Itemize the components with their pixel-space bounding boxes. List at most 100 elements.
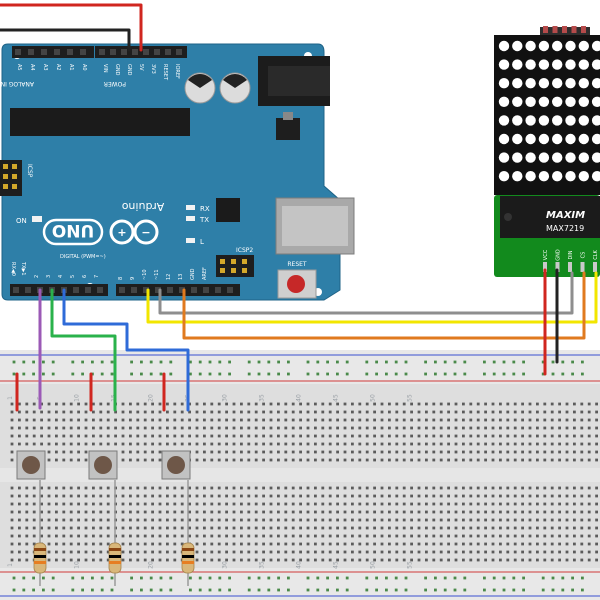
breadboard-hole — [543, 442, 547, 446]
breadboard-hole — [521, 550, 524, 554]
breadboard-hole — [106, 494, 110, 498]
breadboard-hole — [173, 418, 177, 422]
push-button-1[interactable] — [16, 450, 46, 480]
icsp-pin — [12, 184, 17, 189]
matrix-led — [512, 40, 523, 52]
breadboard-hole — [462, 502, 465, 506]
breadboard-hole — [129, 534, 132, 538]
matrix-pin — [568, 262, 572, 272]
breadboard-hole — [84, 426, 88, 430]
breadboard-hole — [262, 402, 265, 406]
breadboard-hole — [439, 518, 443, 522]
breadboard-hole — [336, 550, 339, 554]
rail-hole — [434, 372, 437, 376]
push-button-3[interactable] — [161, 450, 191, 480]
breadboard-hole — [10, 558, 14, 562]
breadboard-hole — [580, 494, 584, 498]
breadboard-hole — [484, 486, 487, 490]
breadboard-hole — [210, 542, 214, 546]
breadboard-hole — [373, 558, 376, 562]
breadboard-hole — [158, 426, 162, 430]
breadboard-hole — [210, 518, 214, 522]
breadboard-hole — [476, 542, 480, 546]
breadboard-hole — [188, 518, 191, 522]
breadboard-hole — [395, 402, 399, 406]
breadboard-hole — [351, 418, 354, 422]
breadboard-hole — [180, 410, 184, 414]
breadboard-hole — [143, 402, 147, 406]
breadboard-hole — [595, 534, 598, 538]
breadboard-hole — [491, 558, 495, 562]
breadboard-hole — [121, 534, 125, 538]
breadboard-hole — [180, 534, 184, 538]
breadboard-hole — [188, 426, 191, 430]
breadboard-hole — [336, 486, 339, 490]
breadboard-hole — [558, 486, 561, 490]
breadboard-hole — [55, 442, 58, 446]
breadboard-hole — [595, 494, 598, 498]
breadboard-hole — [84, 558, 88, 562]
breadboard-hole — [151, 534, 154, 538]
matrix-led — [525, 171, 536, 182]
rail-hole — [218, 372, 222, 376]
rail-hole — [306, 576, 310, 580]
logo-minus: − — [141, 226, 150, 239]
breadboard-hole — [84, 542, 88, 546]
usb-interface-chip — [216, 198, 240, 222]
breadboard-hole — [62, 558, 66, 562]
breadboard-hole — [306, 518, 310, 522]
breadboard-hole — [166, 402, 169, 406]
breadboard-hole — [121, 510, 125, 514]
breadboard-hole — [217, 526, 221, 530]
breadboard-hole — [476, 458, 480, 462]
header-socket — [54, 49, 60, 55]
rail-hole — [169, 372, 173, 376]
breadboard-hole — [365, 434, 369, 438]
breadboard-hole — [587, 542, 591, 546]
breadboard-hole — [476, 502, 480, 506]
reset-button[interactable] — [287, 275, 305, 293]
matrix-led — [498, 96, 510, 108]
breadboard-hole — [543, 558, 547, 562]
rail-hole — [453, 576, 457, 580]
breadboard-hole — [136, 502, 140, 506]
rail-hole — [551, 372, 555, 376]
breadboard-hole — [99, 542, 103, 546]
breadboard-hole — [314, 458, 317, 462]
breadboard-hole — [195, 542, 199, 546]
breadboard-hole — [573, 518, 576, 522]
breadboard-hole — [402, 542, 406, 546]
rail-hole — [100, 372, 104, 376]
breadboard-hole — [580, 510, 584, 514]
breadboard-hole — [121, 434, 125, 438]
breadboard-hole — [402, 494, 406, 498]
breadboard-hole — [365, 534, 369, 538]
matrix-led — [591, 40, 600, 52]
breadboard-hole — [550, 518, 554, 522]
breadboard-hole — [484, 518, 487, 522]
rail-hole — [71, 588, 75, 592]
breadboard-hole — [158, 526, 162, 530]
breadboard-hole — [158, 442, 162, 446]
breadboard-hole — [425, 558, 428, 562]
breadboard-hole — [351, 426, 354, 430]
breadboard-hole — [491, 502, 495, 506]
breadboard-hole — [521, 510, 524, 514]
matrix-led — [578, 152, 589, 163]
rail-hole — [267, 360, 271, 364]
matrix-led — [578, 40, 589, 52]
breadboard-hole — [469, 502, 473, 506]
breadboard-hole — [550, 434, 554, 438]
push-button-2[interactable] — [88, 450, 118, 480]
breadboard-hole — [92, 418, 95, 422]
breadboard-hole — [536, 558, 539, 562]
breadboard-hole — [284, 502, 288, 506]
breadboard-hole — [550, 426, 554, 430]
breadboard-hole — [506, 486, 510, 490]
matrix-led — [538, 59, 550, 70]
breadboard-hole — [536, 534, 539, 538]
breadboard-hole — [550, 550, 554, 554]
breadboard-hole — [269, 458, 273, 462]
breadboard-hole — [210, 494, 214, 498]
